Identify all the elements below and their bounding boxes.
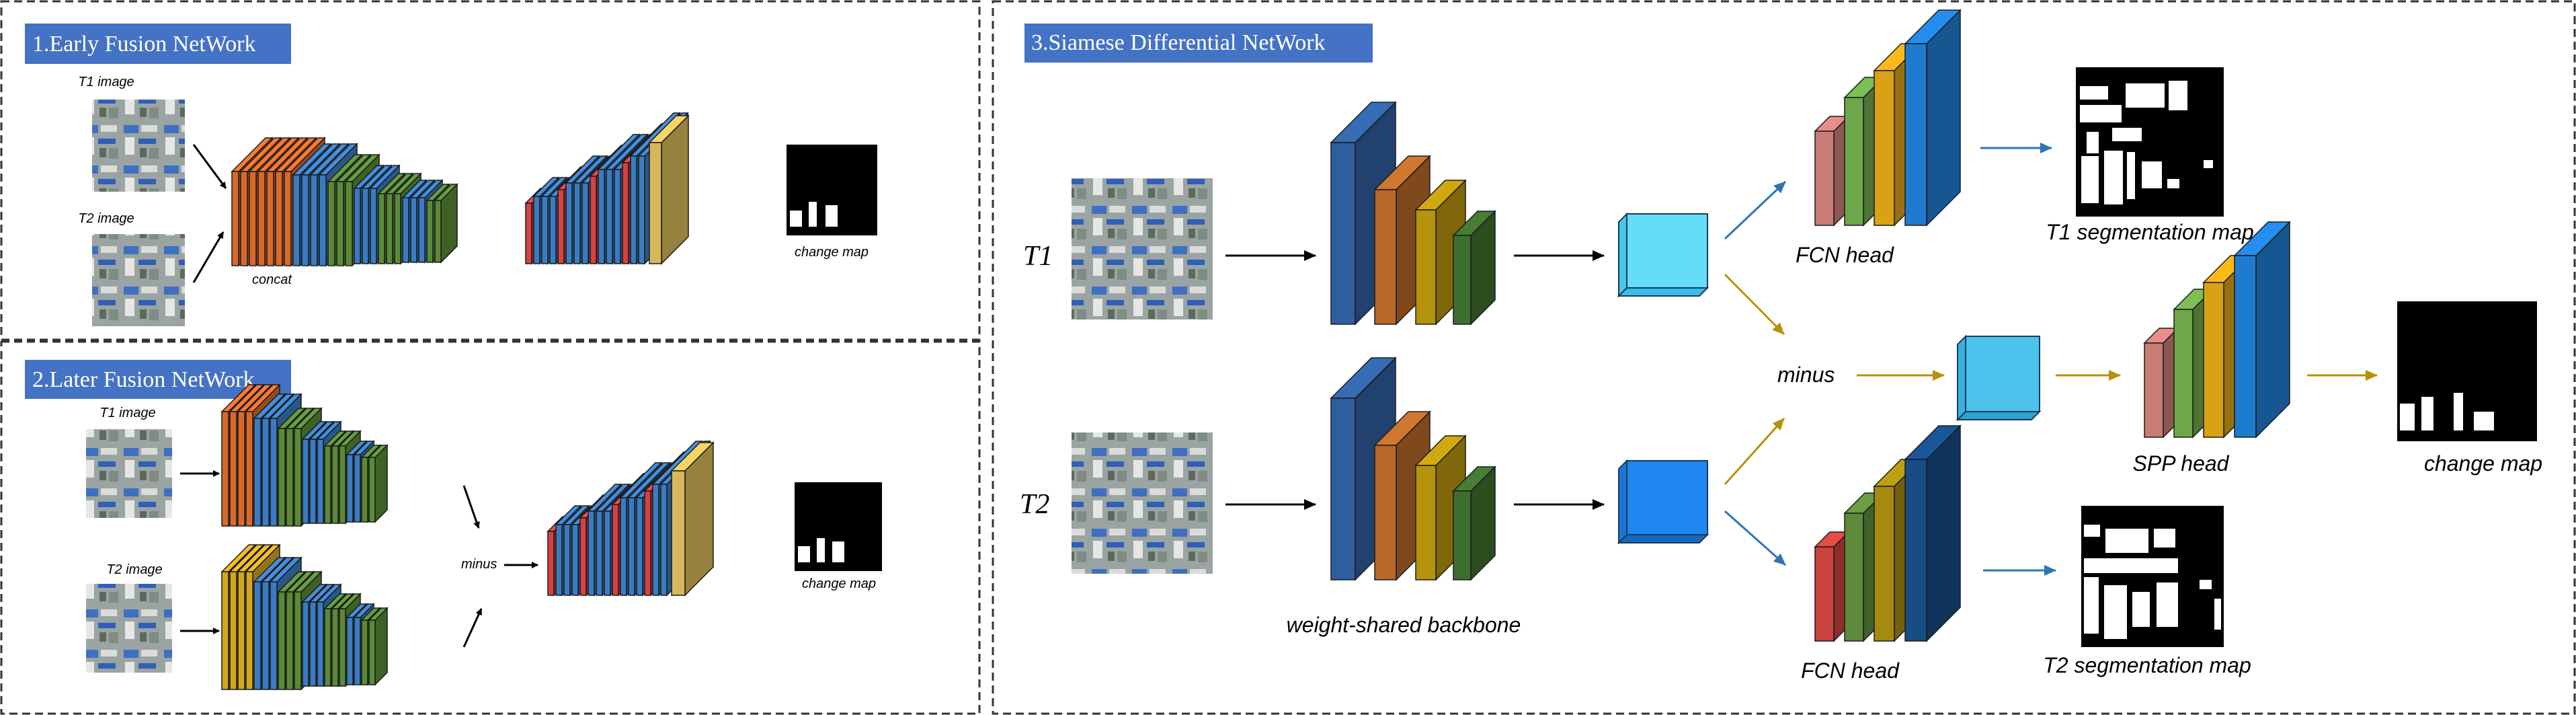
later-fusion-panel [0, 340, 981, 715]
later-top-green-c-1 [368, 444, 389, 523]
siamese-change-map [2397, 301, 2537, 441]
siamese-t2-label: T2 [1020, 489, 1049, 520]
backbone-t1-stage4 [1452, 210, 1496, 326]
t1-seg-label: T1 segmentation map [2046, 220, 2254, 244]
later-minus-label: minus [461, 557, 497, 572]
arrow-t1-to-fcn [1724, 180, 1787, 240]
later-t2-label: T2 image [106, 562, 162, 577]
feature-cube-diff [1956, 334, 2042, 422]
fcn-head-bottom-1 [1814, 531, 1850, 642]
arrow-t1-to-minus [1724, 273, 1785, 336]
early-title: 1.Early Fusion NetWork [32, 32, 256, 57]
fcn-head-bottom-4 [1904, 424, 1962, 642]
later-decoder-final [670, 441, 715, 597]
early-title-bg [25, 24, 291, 64]
early-t1-label: T1 image [78, 75, 134, 89]
later-change-map-label: change map [802, 576, 876, 591]
arrow-t2-to-fcn [1724, 510, 1786, 566]
early-t2-image [92, 234, 185, 326]
feature-cube-t1 [1617, 212, 1709, 298]
t2-segmentation-map [2081, 506, 2224, 647]
siamese-title-bg [1024, 24, 1373, 63]
siamese-panel [992, 0, 2576, 715]
siamese-t2-image [1072, 432, 1213, 574]
later-t1-label: T1 image [99, 406, 155, 420]
early-decoder-final [648, 114, 690, 265]
arrow-t2-to-minus [1724, 417, 1785, 486]
feature-cube-t2 [1617, 459, 1709, 545]
siamese-backbone-stacks [1330, 101, 1496, 581]
siamese-minus-label: minus [1777, 363, 1835, 387]
early-t1-image [92, 100, 185, 192]
early-arrow-t2 [192, 231, 225, 283]
t1-segmentation-map [2076, 67, 2224, 217]
siamese-title: 3.Siamese Differential NetWork [1031, 30, 1326, 55]
early-green-c-1 [434, 183, 458, 264]
t2-seg-label: T2 segmentation map [2043, 653, 2251, 677]
later-bot-green-c-1 [368, 607, 389, 686]
later-t2-image [86, 584, 172, 673]
spp-head-1 [2143, 327, 2179, 439]
early-layer-stack [231, 112, 690, 267]
siamese-change-map-label: change map [2424, 451, 2542, 476]
decoder-heads [1814, 9, 2291, 642]
siamese-t1-image [1072, 178, 1213, 319]
early-t2-label: T2 image [78, 211, 134, 226]
early-arrow-t1 [192, 144, 227, 189]
spp-head-4 [2233, 221, 2291, 439]
early-fusion-panel [0, 0, 981, 341]
later-t1-image [86, 429, 172, 518]
early-change-map-label: change map [795, 245, 869, 260]
early-concat-label: concat [252, 272, 292, 287]
later-arrow-top-merge [462, 485, 480, 529]
fcn-head-bottom-label: FCN head [1801, 658, 1900, 683]
spp-head-label: SPP head [2133, 451, 2230, 476]
backbone-t1-stage2 [1373, 155, 1431, 326]
fcn-head-top-1 [1814, 115, 1850, 227]
siamese-t1-label: T1 [1023, 241, 1053, 272]
later-arrow-bottom-merge [462, 608, 483, 648]
fcn-head-top-label: FCN head [1796, 243, 1894, 267]
fcn-head-top-4 [1904, 9, 1962, 227]
backbone-t2-stage4 [1452, 465, 1496, 581]
later-title: 2.Later Fusion NetWork [32, 367, 255, 392]
backbone-label: weight-shared backbone [1287, 613, 1521, 637]
later-layer-stack [220, 383, 715, 691]
